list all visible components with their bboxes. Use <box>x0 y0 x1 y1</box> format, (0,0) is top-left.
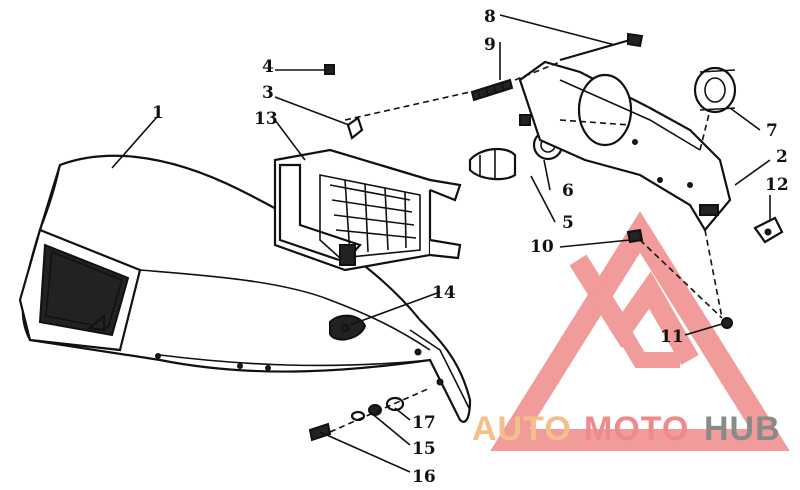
callout-6: 6 <box>562 181 574 201</box>
watermark-moto: MOTO <box>584 410 689 448</box>
callout-13: 13 <box>254 109 278 129</box>
callout-9: 9 <box>484 35 496 55</box>
leader-lines <box>111 14 771 473</box>
mounting-bracket <box>518 60 732 232</box>
callout-15: 15 <box>412 439 436 459</box>
callout-1: 1 <box>152 103 164 123</box>
watermark-text: AUTO MOTO HUB <box>472 410 781 448</box>
callout-17: 17 <box>412 413 436 433</box>
retainer-ring <box>693 66 737 114</box>
callout-16: 16 <box>412 467 436 487</box>
callout-5: 5 <box>562 213 574 233</box>
callout-12: 12 <box>765 175 789 195</box>
watermark-logo <box>490 211 790 451</box>
callout-4: 4 <box>262 57 274 77</box>
hood-part <box>18 154 472 423</box>
callout-14: 14 <box>432 283 456 303</box>
callout-3: 3 <box>262 83 274 103</box>
watermark-auto: AUTO <box>472 410 572 448</box>
watermark-hub: HUB <box>704 410 781 448</box>
callout-8: 8 <box>484 7 496 27</box>
callout-10: 10 <box>530 237 554 257</box>
callout-2: 2 <box>776 147 788 167</box>
headlight-assembly <box>273 116 462 272</box>
clip-part <box>753 216 784 244</box>
screw-and-spring <box>470 32 644 102</box>
callout-11: 11 <box>660 327 684 347</box>
callout-7: 7 <box>766 121 778 141</box>
callout-labels: 1 2 3 4 5 6 7 8 9 10 11 12 13 14 15 16 1… <box>152 7 789 487</box>
